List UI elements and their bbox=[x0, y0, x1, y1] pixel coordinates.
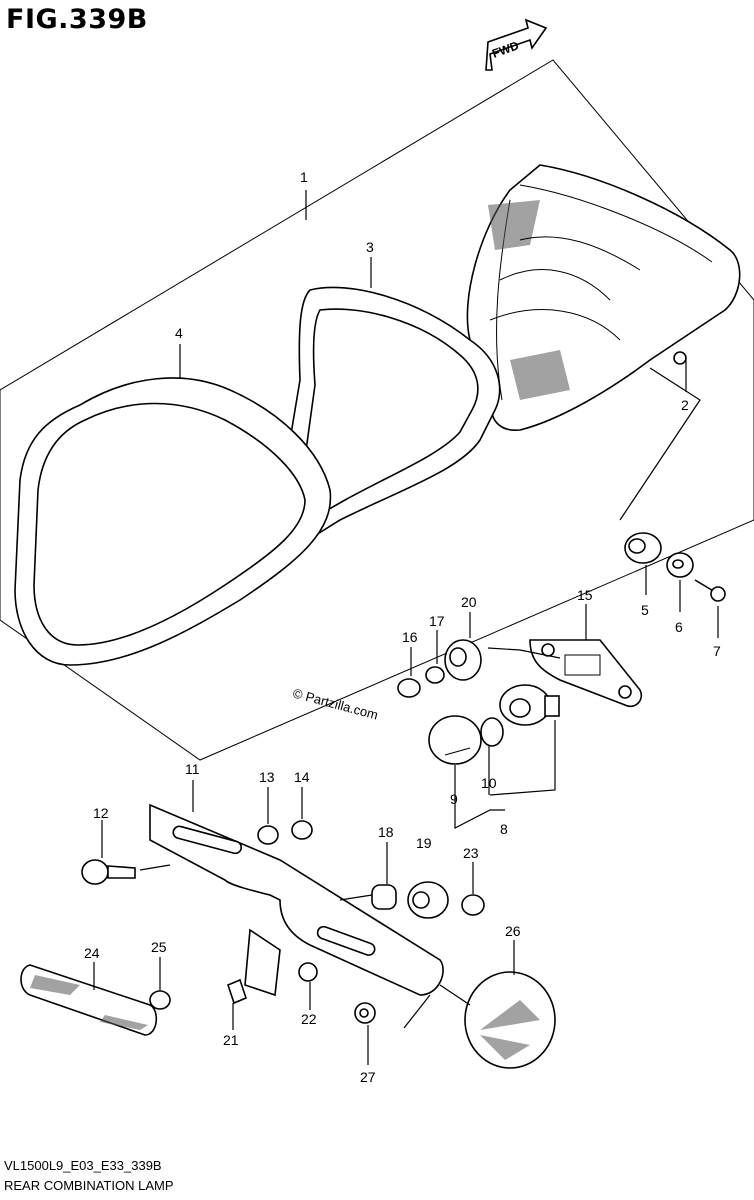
callout-14: 14 bbox=[294, 769, 310, 785]
reflector-round-part bbox=[464, 971, 556, 1069]
watermark-text: © Partzilla.com bbox=[291, 685, 380, 722]
figure-code: VL1500L9_E03_E33_339B bbox=[4, 1158, 162, 1173]
assembly-outline bbox=[0, 59, 754, 761]
bulb-part bbox=[480, 717, 504, 747]
bolt-21-part bbox=[227, 978, 247, 1005]
nut-part bbox=[397, 678, 421, 698]
plate-bracket-part bbox=[149, 803, 444, 997]
callout-12: 12 bbox=[93, 805, 109, 821]
callout-2: 2 bbox=[681, 397, 689, 413]
reflector-left-part bbox=[20, 964, 158, 1036]
bolt-part bbox=[81, 859, 136, 885]
callout-17: 17 bbox=[429, 613, 445, 629]
washer-part bbox=[666, 552, 694, 578]
collar-part bbox=[425, 666, 445, 684]
gasket-part bbox=[279, 286, 501, 546]
callout-15: 15 bbox=[577, 587, 593, 603]
cushion-part bbox=[444, 639, 482, 681]
callout-8: 8 bbox=[500, 821, 508, 837]
callout-7: 7 bbox=[713, 643, 721, 659]
nut-14-part bbox=[291, 820, 313, 840]
lamp-cover-part bbox=[14, 377, 332, 666]
washer-13-part bbox=[257, 825, 279, 845]
callout-25: 25 bbox=[151, 939, 167, 955]
callout-10: 10 bbox=[481, 775, 497, 791]
callout-11: 11 bbox=[185, 761, 200, 777]
fwd-arrow-icon: FWD bbox=[485, 18, 548, 71]
figure-title: FIG.339B bbox=[6, 4, 148, 35]
nut-25-part bbox=[149, 990, 171, 1010]
callout-18: 18 bbox=[378, 824, 394, 840]
callout-27: 27 bbox=[360, 1069, 376, 1085]
figure-caption: REAR COMBINATION LAMP bbox=[4, 1178, 174, 1193]
callout-21: 21 bbox=[223, 1032, 239, 1048]
screw-part bbox=[694, 579, 726, 602]
grommet-part bbox=[624, 532, 662, 564]
callout-26: 26 bbox=[505, 923, 521, 939]
callout-4: 4 bbox=[175, 325, 183, 341]
screw-22-part bbox=[298, 962, 318, 982]
callout-1: 1 bbox=[300, 169, 308, 185]
callout-labels: 1 2 3 4 5 6 7 8 9 10 11 12 13 14 15 16 1… bbox=[84, 169, 721, 1085]
bracket-part bbox=[529, 639, 643, 708]
callout-6: 6 bbox=[675, 619, 683, 635]
callout-23: 23 bbox=[463, 845, 479, 861]
callout-24: 24 bbox=[84, 945, 100, 961]
washer-27-part bbox=[354, 1002, 376, 1024]
lens-cap-part bbox=[428, 715, 482, 765]
callout-9: 9 bbox=[450, 791, 458, 807]
callout-22: 22 bbox=[301, 1011, 317, 1027]
socket-part bbox=[499, 684, 560, 726]
callout-19: 19 bbox=[416, 835, 432, 851]
collar-18-part bbox=[371, 884, 397, 910]
callout-3: 3 bbox=[366, 239, 374, 255]
callout-16: 16 bbox=[402, 629, 418, 645]
callout-20: 20 bbox=[461, 594, 477, 610]
callout-13: 13 bbox=[259, 769, 275, 785]
lamp-lens-housing bbox=[466, 164, 741, 431]
callout-5: 5 bbox=[641, 602, 649, 618]
nut-23-part bbox=[461, 894, 485, 916]
cushion-19-part bbox=[407, 881, 449, 919]
